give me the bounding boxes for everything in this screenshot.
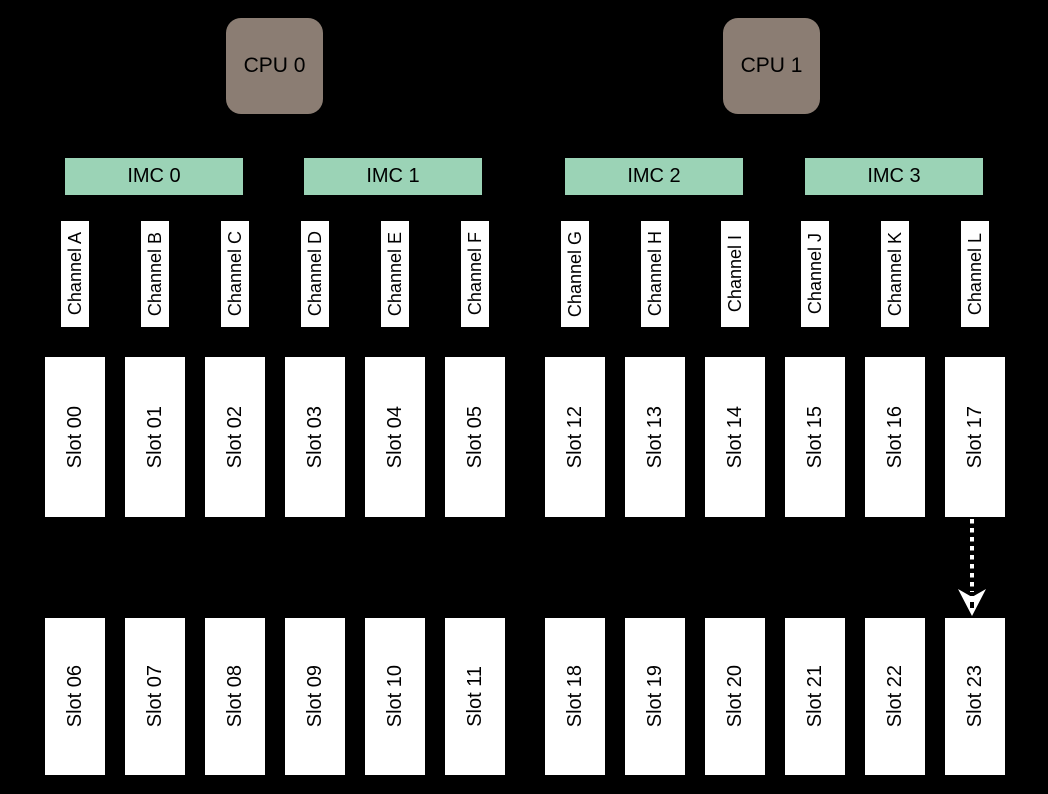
cpu-box-1: CPU 1	[723, 18, 820, 114]
channel-label-text: Channel A	[64, 232, 85, 316]
slot-label: Slot 03	[303, 405, 326, 469]
slot-box-17: Slot 17	[945, 357, 1005, 517]
slot-box-09: Slot 09	[285, 618, 345, 775]
slot-label: Slot 12	[563, 405, 586, 469]
slot-box-05: Slot 05	[445, 357, 505, 517]
channel-label-text: Channel H	[644, 231, 665, 317]
channel-label-text: Channel L	[964, 232, 985, 316]
imc-bar-2: IMC 2	[565, 158, 743, 195]
slot-box-07: Slot 07	[125, 618, 185, 775]
slot-label: Slot 17	[963, 405, 986, 469]
slot-label: Slot 14	[723, 405, 746, 469]
slot-label: Slot 06	[63, 665, 86, 728]
slot-label: Slot 20	[723, 665, 746, 728]
channel-label-text: Channel B	[144, 231, 165, 317]
arrow-head-dash	[970, 596, 974, 602]
slot-label: Slot 13	[643, 405, 666, 469]
slot-label: Slot 07	[143, 665, 166, 728]
slot-label: Slot 19	[643, 665, 666, 728]
channel-label-a: Channel A	[61, 221, 89, 327]
slot-label: Slot 21	[803, 665, 826, 728]
slot-box-18: Slot 18	[545, 618, 605, 775]
slot-label: Slot 11	[463, 666, 486, 727]
slot-label: Slot 16	[883, 405, 906, 469]
slot-box-12: Slot 12	[545, 357, 605, 517]
slot-label: Slot 02	[223, 405, 246, 469]
slot-box-21: Slot 21	[785, 618, 845, 775]
slot-label: Slot 18	[563, 665, 586, 728]
slot-label: Slot 04	[383, 405, 406, 469]
slot-label: Slot 05	[463, 405, 486, 469]
slot-box-22: Slot 22	[865, 618, 925, 775]
slot-label: Slot 09	[303, 665, 326, 728]
channel-label-k: Channel K	[881, 221, 909, 327]
slot-label: Slot 22	[883, 665, 906, 728]
slot-box-08: Slot 08	[205, 618, 265, 775]
channel-label-c: Channel C	[221, 221, 249, 327]
slot-box-00: Slot 00	[45, 357, 105, 517]
slot-label: Slot 23	[963, 665, 986, 728]
channel-label-text: Channel J	[804, 233, 825, 315]
channel-label-text: Channel D	[304, 231, 325, 317]
slot-label: Slot 01	[143, 405, 166, 469]
channel-label-text: Channel I	[724, 235, 745, 313]
channel-label-text: Channel G	[564, 230, 585, 318]
slot-box-01: Slot 01	[125, 357, 185, 517]
slot-box-13: Slot 13	[625, 357, 685, 517]
slot-label: Slot 15	[803, 405, 826, 469]
channel-label-g: Channel G	[561, 221, 589, 327]
channel-label-d: Channel D	[301, 221, 329, 327]
channel-label-f: Channel F	[461, 221, 489, 327]
channel-label-b: Channel B	[141, 221, 169, 327]
slot-box-23: Slot 23	[945, 618, 1005, 775]
imc-bar-0: IMC 0	[65, 158, 243, 195]
slot-box-03: Slot 03	[285, 357, 345, 517]
channel-label-i: Channel I	[721, 221, 749, 327]
channel-label-j: Channel J	[801, 221, 829, 327]
slot-box-16: Slot 16	[865, 357, 925, 517]
slot-box-04: Slot 04	[365, 357, 425, 517]
slot-box-06: Slot 06	[45, 618, 105, 775]
channel-label-text: Channel F	[464, 232, 485, 316]
slot-box-11: Slot 11	[445, 618, 505, 775]
imc-bar-1: IMC 1	[304, 158, 482, 195]
slot-box-14: Slot 14	[705, 357, 765, 517]
channel-label-l: Channel L	[961, 221, 989, 327]
imc-bar-3: IMC 3	[805, 158, 983, 195]
channel-label-e: Channel E	[381, 221, 409, 327]
slot-box-19: Slot 19	[625, 618, 685, 775]
arrow-head-icon	[958, 589, 986, 616]
slot-box-10: Slot 10	[365, 618, 425, 775]
slot-box-15: Slot 15	[785, 357, 845, 517]
channel-label-text: Channel C	[224, 231, 245, 317]
slot-label: Slot 08	[223, 665, 246, 728]
cpu-box-0: CPU 0	[226, 18, 323, 114]
channel-label-text: Channel K	[884, 231, 905, 317]
channel-label-h: Channel H	[641, 221, 669, 327]
slot-label: Slot 10	[383, 665, 406, 728]
slot-label: Slot 00	[63, 405, 86, 469]
arrow-head-slit	[970, 593, 974, 608]
slot-box-02: Slot 02	[205, 357, 265, 517]
channel-label-text: Channel E	[384, 231, 405, 317]
slot-box-20: Slot 20	[705, 618, 765, 775]
